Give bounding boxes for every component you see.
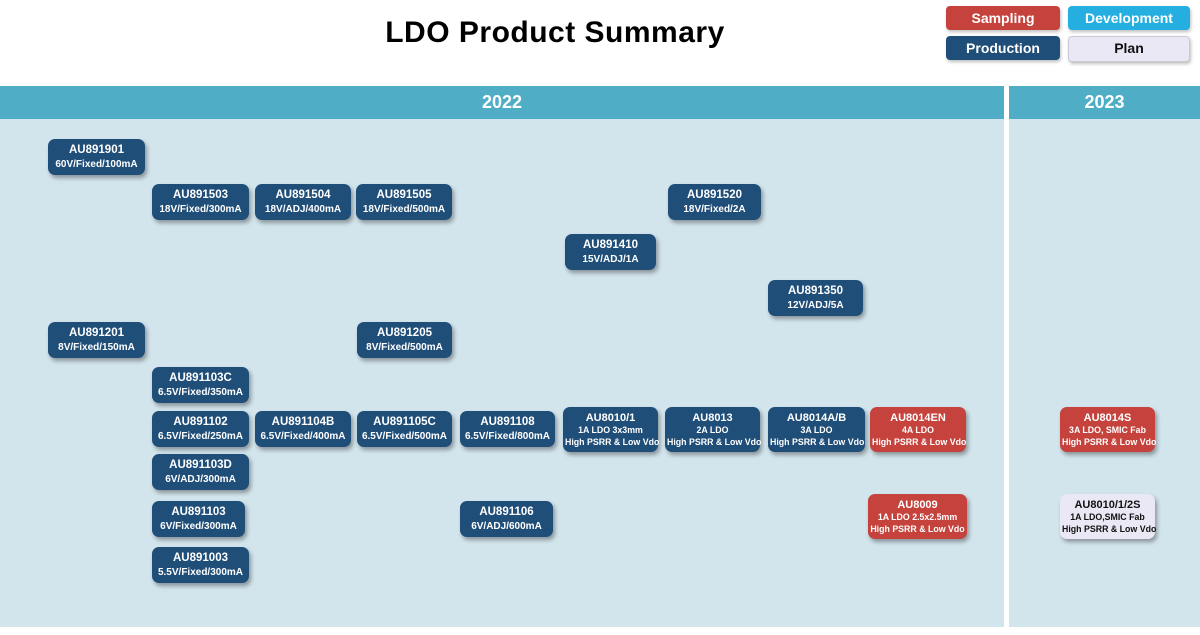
legend-item-production: Production	[946, 36, 1060, 60]
year-header-2022: 2022	[0, 86, 1004, 119]
timeline-year-band: 2022 2023	[0, 86, 1200, 119]
page-title: LDO Product Summary	[385, 16, 725, 49]
board-background-2022	[0, 119, 1004, 627]
legend-item-development: Development	[1068, 6, 1190, 30]
legend-item-sampling: Sampling	[946, 6, 1060, 30]
roadmap-board	[0, 119, 1200, 627]
board-background-2023	[1009, 119, 1200, 627]
legend-item-plan: Plan	[1068, 36, 1190, 62]
status-legend: Sampling Development Production Plan	[946, 6, 1190, 62]
top-bar: LDO Product Summary Sampling Development…	[0, 0, 1200, 86]
year-header-2023: 2023	[1009, 86, 1200, 119]
